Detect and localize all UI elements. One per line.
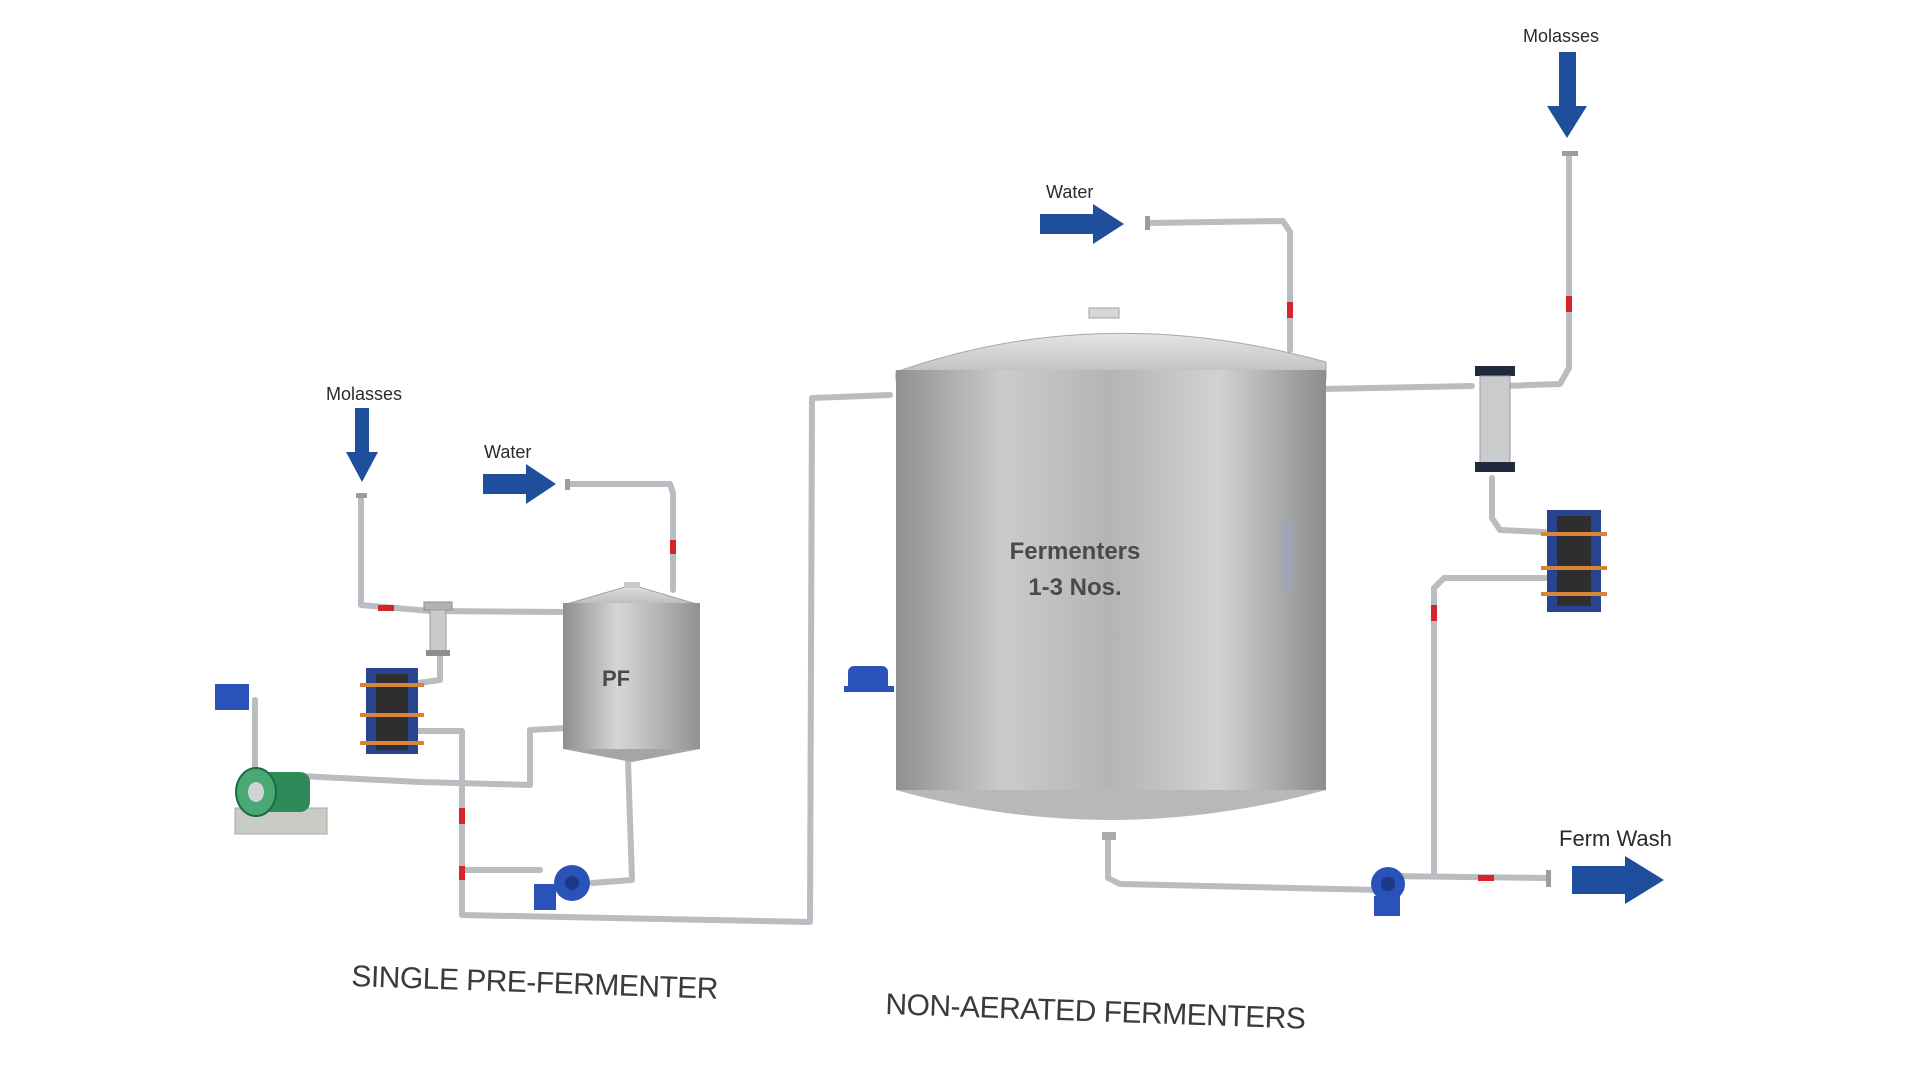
pipe-wash-outlet — [1389, 873, 1551, 881]
pf-cone — [563, 749, 700, 762]
pipe-hx-return — [409, 728, 543, 873]
fermenter-tank — [895, 307, 1327, 840]
valve — [670, 540, 676, 554]
fermenters-label-line2: 1-3 Nos. — [1028, 574, 1122, 601]
pipe-molasses-left — [358, 494, 433, 614]
pf-tank-label: PF — [602, 666, 631, 691]
pump-right — [1371, 867, 1405, 916]
valve — [1431, 605, 1437, 621]
pf-top-nozzle — [624, 582, 640, 588]
fermenter-manway — [1088, 307, 1120, 319]
pipe-water-right — [1145, 218, 1293, 353]
valve — [1478, 875, 1494, 881]
fermenter-sight — [1282, 520, 1292, 590]
pipe-to-pf — [427, 608, 571, 615]
valve — [1287, 302, 1293, 318]
fermenter-outlet — [1102, 832, 1116, 840]
valve — [1566, 296, 1572, 312]
piping — [252, 152, 1572, 925]
arrows — [346, 52, 1664, 904]
molasses-right-arrow — [1547, 52, 1587, 138]
filter-left — [423, 601, 453, 656]
water-left-arrow — [483, 464, 556, 504]
cap-molasses-right — [1562, 151, 1578, 156]
pipe-tank-to-filter — [1319, 383, 1475, 392]
pipe-molasses-right — [1502, 152, 1572, 389]
fermenter-bottom — [896, 790, 1326, 820]
pipe-caps — [356, 151, 1578, 887]
fermenter-roof — [895, 332, 1327, 381]
blower — [215, 684, 328, 835]
fermenters-label: Fermenters 1-3 Nos. — [990, 534, 1160, 606]
pipe-blower — [297, 725, 571, 788]
heat-exchanger-right — [1541, 510, 1607, 612]
pump-left — [534, 865, 590, 910]
cap-water-left — [565, 479, 570, 490]
water-left-label: Water — [484, 442, 532, 462]
pipe-water-left — [565, 481, 676, 593]
fermenters-label-line1: Fermenters — [1009, 538, 1141, 565]
water-right-arrow — [1040, 204, 1124, 244]
ferm-wash-label: Ferm Wash — [1559, 826, 1672, 851]
cap-water-right — [1145, 216, 1150, 230]
fermenter-body — [896, 370, 1326, 790]
molasses-left-label: Molasses — [326, 384, 403, 404]
valve — [378, 605, 394, 611]
cap-wash-outlet — [1546, 870, 1551, 887]
valve — [459, 808, 465, 824]
pipe-hx-to-wash — [1431, 575, 1550, 876]
pre-fermenter-tank — [562, 582, 701, 762]
filter-right — [1475, 366, 1515, 472]
ferm-wash-arrow — [1572, 856, 1664, 904]
valve — [459, 866, 465, 880]
pipe-pf-pump-return — [459, 392, 893, 925]
water-right-label: Water — [1046, 182, 1094, 202]
heat-exchanger-left — [360, 668, 424, 754]
agitator-motor — [844, 666, 894, 692]
pipe-filter-to-hx — [1489, 475, 1548, 535]
pipe-pf-bottom — [589, 757, 635, 886]
pipe-bottom-outlet — [1105, 832, 1383, 893]
molasses-left-arrow — [346, 408, 378, 482]
cap-molasses-left — [356, 493, 367, 498]
valves — [378, 296, 1572, 881]
pf-body — [563, 603, 700, 749]
molasses-right-label: Molasses — [1523, 26, 1600, 46]
